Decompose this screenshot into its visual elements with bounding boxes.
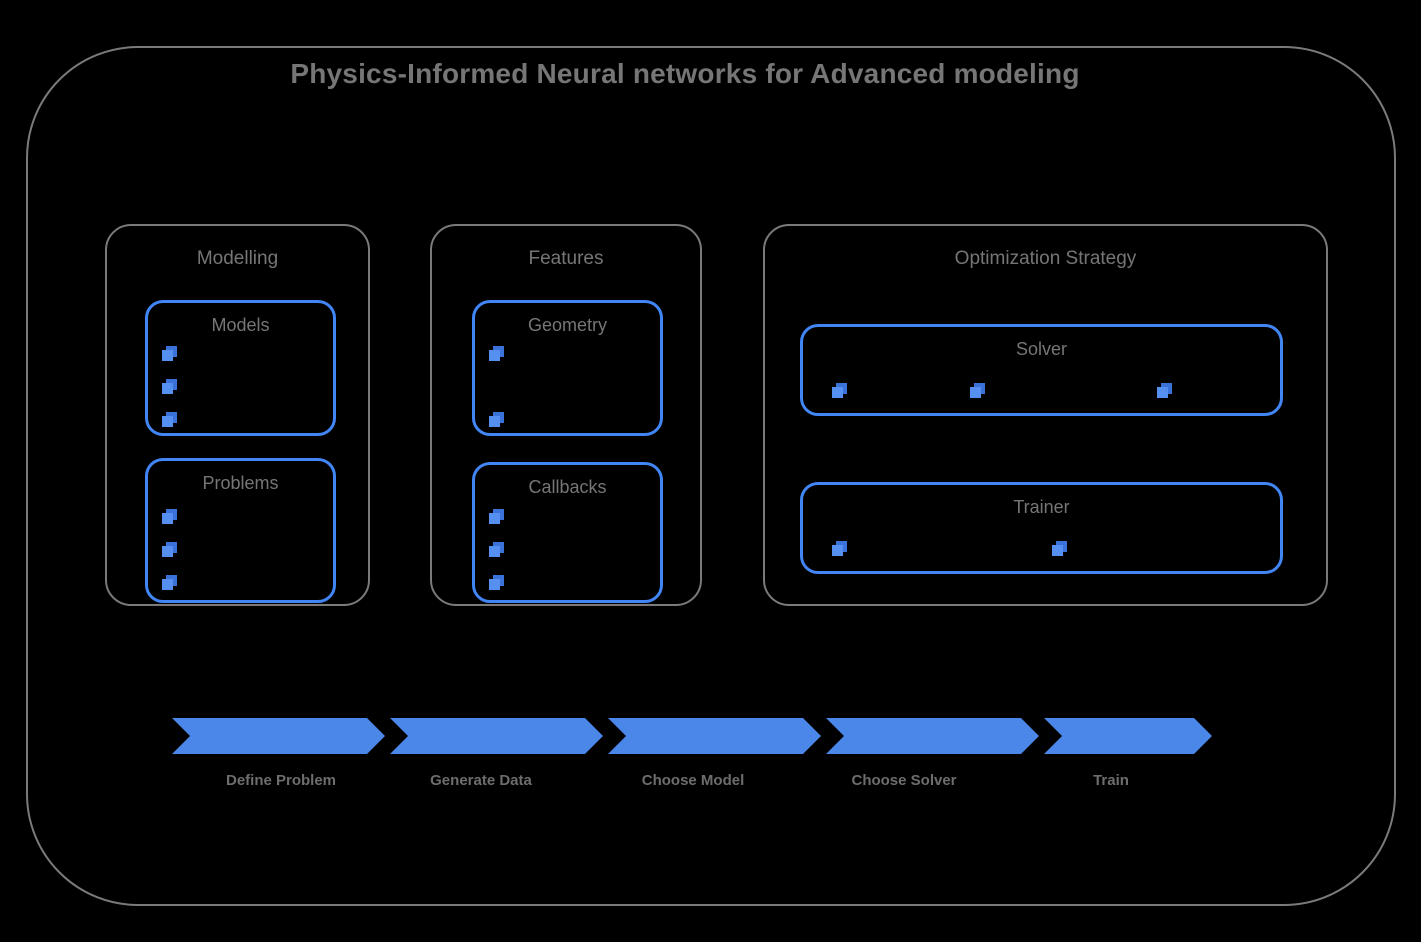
box-solver-label: Solver (1015, 339, 1068, 359)
pipeline-label-define-problem: Define Problem (225, 772, 337, 789)
bullet-cube-icon (489, 542, 504, 557)
bullet-cube-icon (832, 383, 847, 398)
bullet-cube-icon (489, 575, 504, 590)
pipeline-label-choose-model: Choose Model (641, 772, 745, 789)
group-optimization-strategy-label: Optimization Strategy (954, 248, 1137, 269)
pipeline-step-train[interactable] (1044, 718, 1212, 754)
pipeline-step-define-problem[interactable] (172, 718, 385, 754)
group-features-label: Features (528, 248, 604, 269)
box-solver[interactable]: Solver (800, 324, 1283, 416)
pipeline-label-generate-data: Generate Data (430, 772, 532, 789)
bullet-cube-icon (832, 541, 847, 556)
bullet-cube-icon (162, 412, 177, 427)
group-modelling: Modelling (105, 224, 370, 606)
pipeline-label-train: Train (1093, 772, 1129, 789)
pipeline-label-choose-solver: Choose Solver (851, 772, 957, 789)
bullet-cube-icon (970, 383, 985, 398)
box-problems[interactable]: Problems (145, 458, 336, 603)
bullet-cube-icon (489, 509, 504, 524)
box-models-label: Models (211, 315, 270, 335)
bullet-cube-icon (1157, 383, 1172, 398)
workflow-pipeline (172, 718, 1212, 754)
pipeline-step-generate-data[interactable] (390, 718, 603, 754)
bullet-cube-icon (162, 509, 177, 524)
box-models[interactable]: Models (145, 300, 336, 436)
box-callbacks-label: Callbacks (528, 477, 607, 497)
bullet-cube-icon (489, 412, 504, 427)
bullet-cube-icon (1052, 541, 1067, 556)
pipeline-step-choose-model[interactable] (608, 718, 821, 754)
box-callbacks[interactable]: Callbacks (472, 462, 663, 603)
box-geometry[interactable]: Geometry (472, 300, 663, 436)
bullet-cube-icon (162, 346, 177, 361)
bullet-cube-icon (489, 346, 504, 361)
box-geometry-label: Geometry (527, 315, 608, 335)
bullet-cube-icon (162, 542, 177, 557)
bullet-cube-icon (162, 379, 177, 394)
bullet-cube-icon (162, 575, 177, 590)
box-problems-label: Problems (202, 473, 279, 493)
group-modelling-label: Modelling (196, 248, 279, 269)
group-optimization-strategy: Optimization Strategy (763, 224, 1328, 606)
box-trainer[interactable]: Trainer (800, 482, 1283, 574)
group-features: Features (430, 224, 702, 606)
page-title: Physics-Informed Neural networks for Adv… (290, 58, 1080, 89)
pipeline-step-choose-solver[interactable] (826, 718, 1039, 754)
box-trainer-label: Trainer (1013, 497, 1070, 517)
outer-frame (26, 46, 1396, 906)
